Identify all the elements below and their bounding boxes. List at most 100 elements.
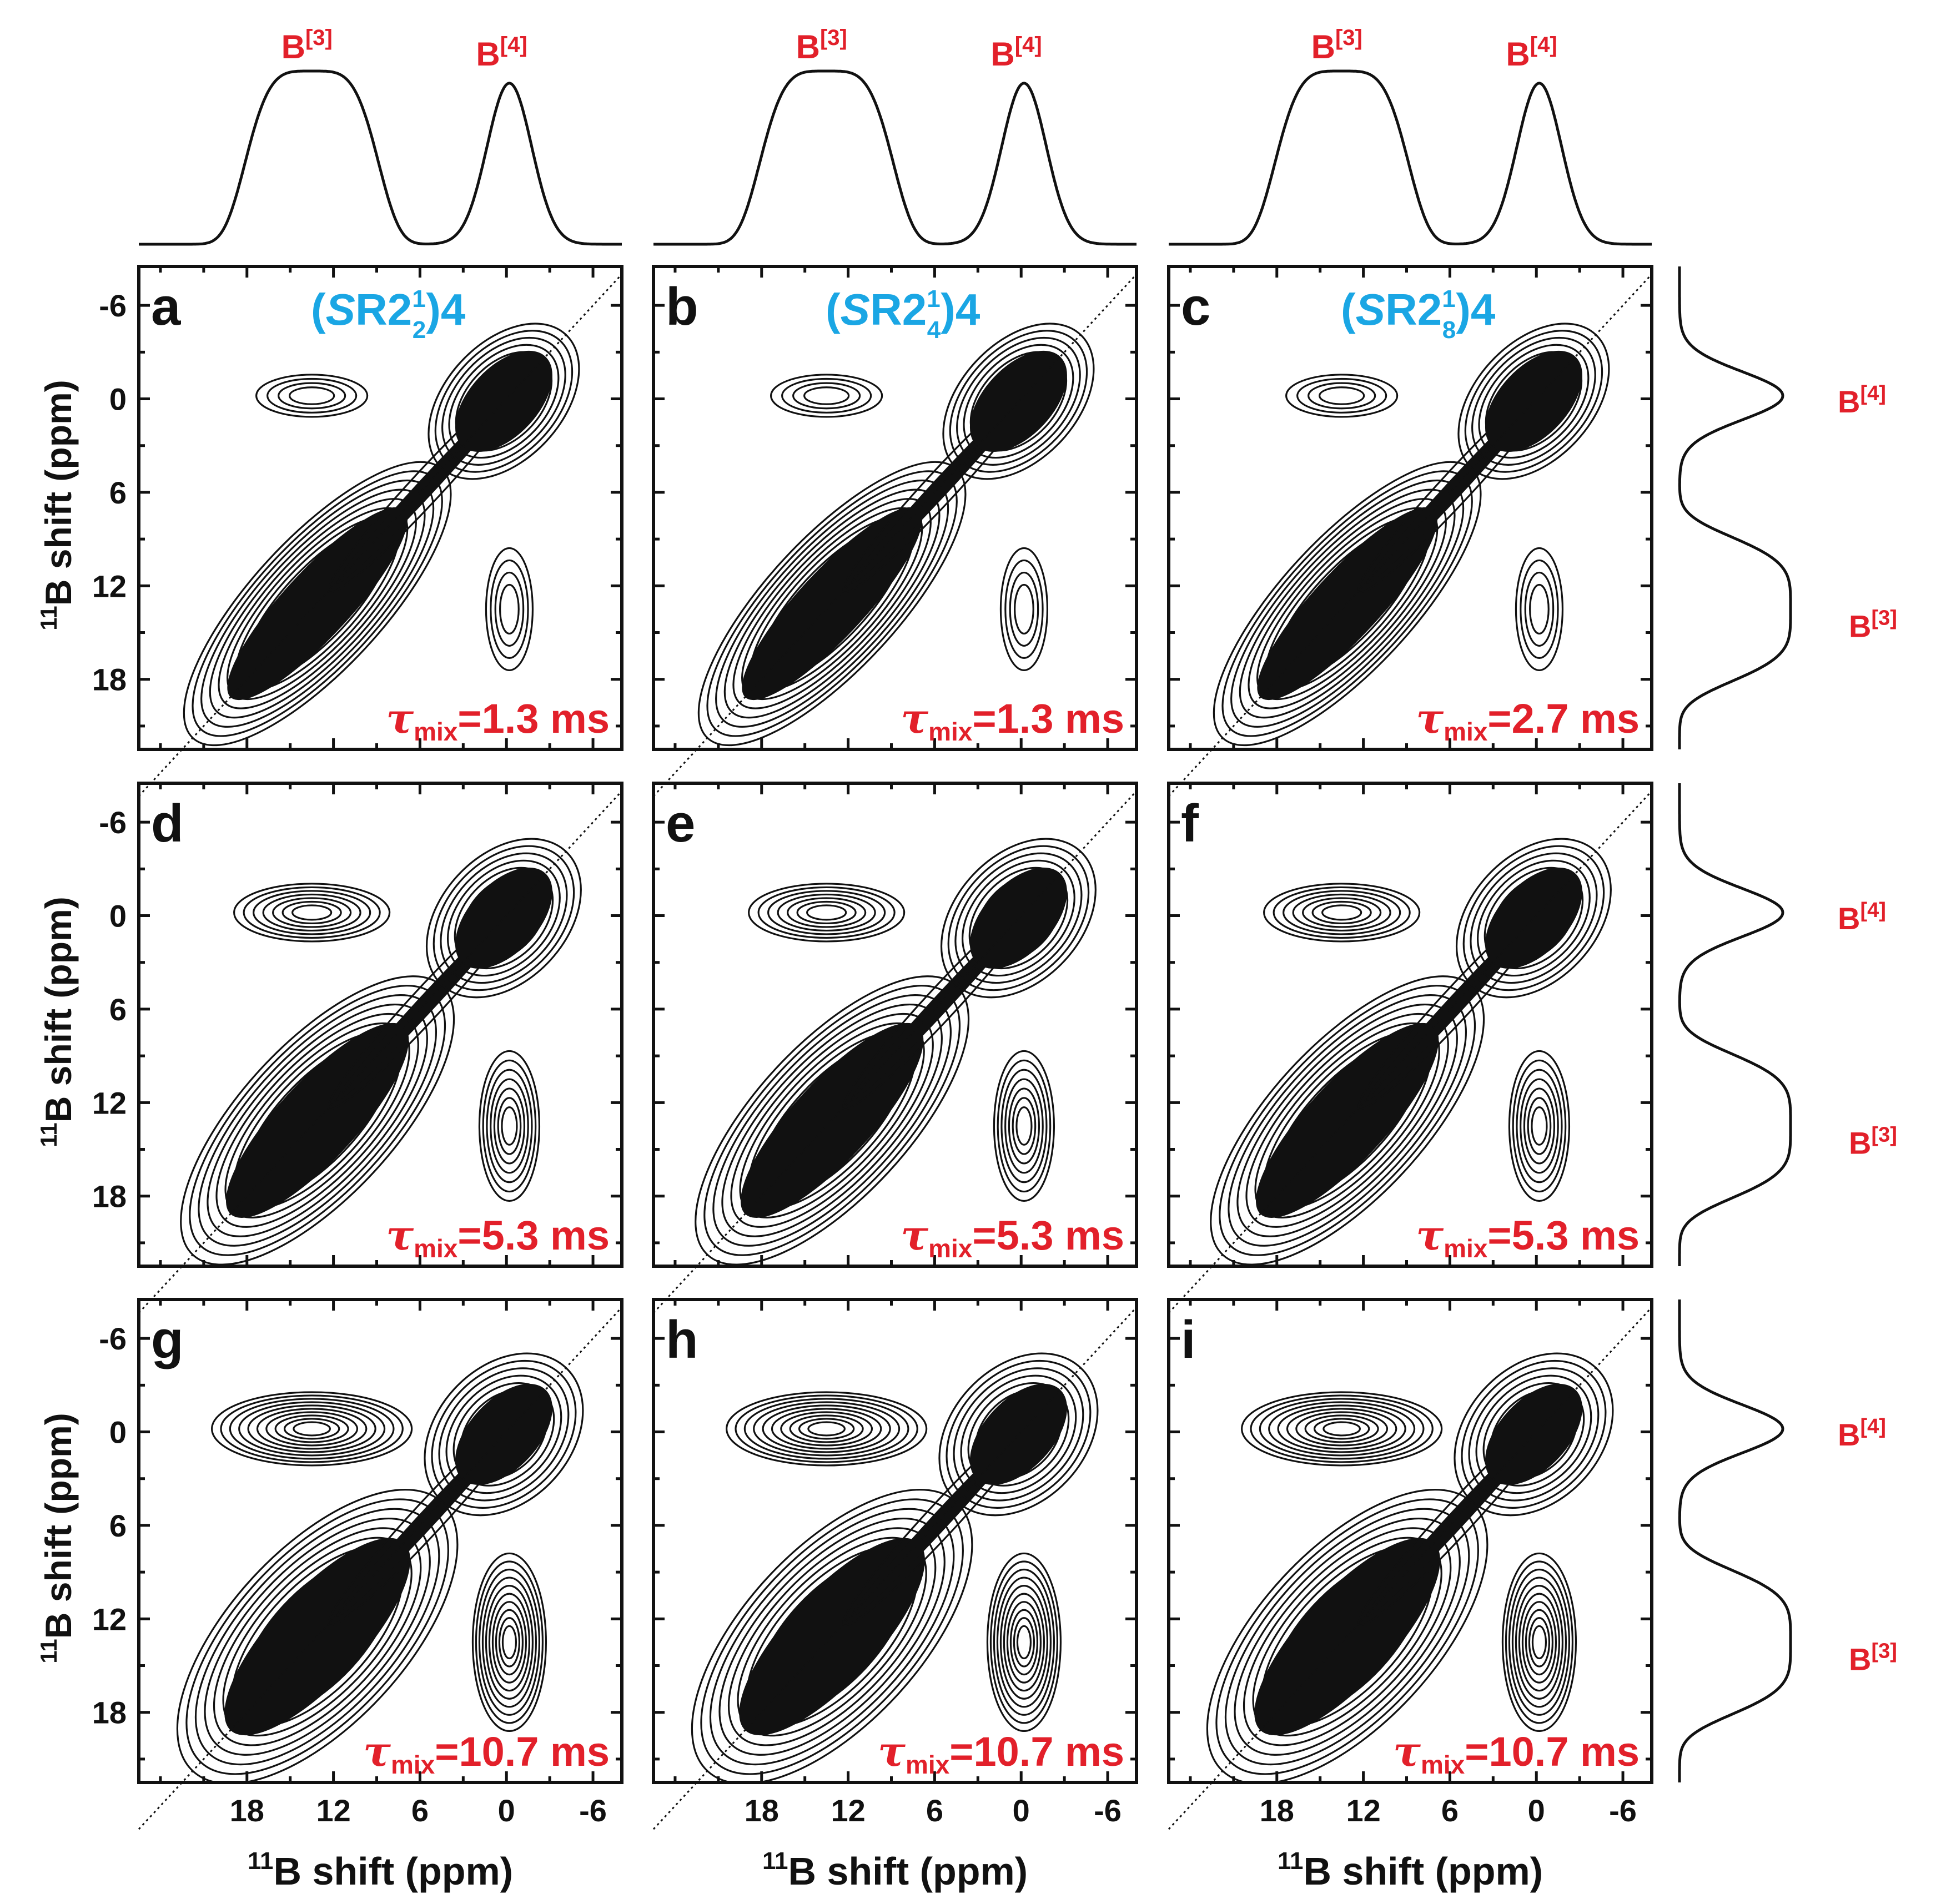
cross-peak-b3-b4-contour <box>289 386 335 405</box>
mixing-time-value: =10.7 ms <box>949 1729 1124 1775</box>
mixing-time-symbol: τ <box>386 695 414 743</box>
cross-peak-b4-b3-contour <box>495 1609 524 1676</box>
y-tick-label: 6 <box>109 475 127 510</box>
cross-peak-b3-b4-contour <box>1286 1408 1397 1450</box>
cross-peak-b4-b3-contour <box>490 1078 529 1174</box>
panel-letter: a <box>151 277 181 336</box>
cross-peak-b4-b3-contour <box>1008 1087 1040 1165</box>
cross-peak-b4-b3-contour <box>1014 583 1034 635</box>
x-axis-title-text: shift (ppm) <box>816 1850 1028 1893</box>
sequence-suffix: )4 <box>1456 285 1496 334</box>
cross-peak-b3-b4-contour <box>798 1418 855 1440</box>
y-tick-label: -6 <box>99 1321 127 1356</box>
diagonal-b4-contour <box>434 330 574 473</box>
y-axis-title: 11B shift (ppm) <box>36 380 79 630</box>
mixing-time: τmix=5.3 ms <box>386 1212 610 1263</box>
diagonal-b4-contour <box>445 1374 562 1494</box>
sequence-sup: 1 <box>1442 285 1455 313</box>
mixing-time-sub: mix <box>1444 717 1488 746</box>
cross-peak-b3-b4-contour <box>1308 382 1376 410</box>
panel-frame <box>1167 265 1653 751</box>
site-label-b3: B[3] <box>1311 26 1362 66</box>
mixing-time-sub: mix <box>1421 1750 1465 1779</box>
cross-peak-b4-b3-contour <box>1531 1106 1548 1146</box>
site-label-b4-sup: [4] <box>1015 33 1042 57</box>
diagonal-guide-line <box>138 274 623 797</box>
sequence-mid: R2 <box>355 285 412 334</box>
cross-peak-b3-b4-contour <box>262 893 361 932</box>
site-label-b4: B[4] <box>1838 1415 1886 1452</box>
mixing-time-value: =5.3 ms <box>1487 1212 1640 1258</box>
site-label-b4-letter: B <box>1838 901 1860 936</box>
y-axis-title-nucleus: B <box>38 1096 79 1123</box>
sequence-suffix: )4 <box>941 285 980 334</box>
cross-peak-b4-b3-contour <box>1003 1593 1045 1692</box>
mixing-time: τmix=10.7 ms <box>878 1728 1124 1779</box>
diagonal-guide-line <box>652 790 1138 1314</box>
y-axis-title-nucleus: B <box>38 580 79 606</box>
cross-peak-b4-b3-contour <box>1016 1625 1032 1660</box>
cross-peak-b4-b3-contour <box>1512 1059 1567 1193</box>
cross-peak-b3-b4-contour <box>253 890 371 935</box>
diagonal-guide-line <box>1168 274 1653 797</box>
cross-peak-b3-b4-contour <box>238 1401 386 1457</box>
x-axis-title: 11B shift (ppm) <box>762 1847 1028 1893</box>
mixing-time: τmix=1.3 ms <box>386 695 610 746</box>
y-axis-title-sup: 11 <box>36 1639 62 1663</box>
panel-frame <box>652 782 1138 1268</box>
y-axis-title-text: shift (ppm) <box>38 380 79 579</box>
cross-peak-b4-b3-contour <box>1520 1078 1559 1174</box>
x-axis-title: 11B shift (ppm) <box>248 1847 513 1893</box>
y-tick-label: 12 <box>92 1601 127 1636</box>
cross-peak-b4-b3-contour <box>1523 1087 1556 1165</box>
y-axis-title: 11B shift (ppm) <box>36 896 79 1147</box>
cross-peak-b3-b4-contour <box>781 377 872 414</box>
sequence-prefix: ( <box>311 285 326 334</box>
cross-peak-b4-b3-contour <box>1527 1097 1552 1155</box>
panel-letter: g <box>151 1310 184 1369</box>
cross-peak-b3-b4-contour <box>281 900 342 925</box>
cross-peak-b4-b3-contour <box>488 1593 531 1692</box>
cross-peak-b3-b4-contour <box>726 1391 928 1467</box>
y-tick-label: 0 <box>109 1415 127 1450</box>
cross-peak-b3-b4-contour <box>1259 1398 1425 1460</box>
mixing-time-symbol: τ <box>901 695 928 743</box>
mixing-time-value: =2.7 ms <box>1487 696 1640 742</box>
x-axis-title: 11B shift (ppm) <box>1278 1847 1543 1893</box>
cross-peak-b4-b3-contour <box>1012 1097 1037 1155</box>
x-axis-title-nucleus: B <box>788 1850 816 1893</box>
cross-peak-b3-b4-contour <box>1241 1391 1443 1467</box>
panel-frame <box>137 265 623 751</box>
cross-peak-b3-b4-contour <box>806 904 847 921</box>
diagonal-b4-contour <box>949 330 1088 473</box>
site-label-b3-sup: [3] <box>1871 1639 1897 1663</box>
y-tick-label: 0 <box>109 899 127 934</box>
cross-peak-b3-b4-contour <box>796 900 857 925</box>
sequence-mid: R2 <box>870 285 927 334</box>
cross-peak-b4-b3-contour <box>493 1087 526 1165</box>
cross-peak-b4-b3-contour <box>494 571 525 647</box>
site-label-b4: B[4] <box>1506 33 1557 73</box>
cross-peak-b4-b3-contour <box>986 1552 1062 1732</box>
cross-peak-b4-b3-contour <box>993 1568 1055 1716</box>
site-label-b4-letter: B <box>476 36 500 73</box>
mixing-time-symbol: τ <box>1393 1728 1421 1776</box>
sequence-suffix: )4 <box>426 285 466 334</box>
site-label-b3: B[3] <box>1849 606 1897 643</box>
right-projection-trace <box>1678 266 1792 749</box>
panel-letter: i <box>1181 1310 1196 1369</box>
mixing-time-value: =5.3 ms <box>457 1212 610 1258</box>
cross-peak-b4-b3-contour <box>999 547 1049 672</box>
panel-frame <box>137 1298 623 1784</box>
cross-peak-b4-b3-contour <box>1528 1617 1551 1668</box>
cross-peak-b4-b3-contour <box>471 1552 547 1732</box>
panel-letter: f <box>1181 794 1199 853</box>
cross-peak-b3-b4-contour <box>1283 890 1401 935</box>
cross-peak-b3-b4-contour <box>1302 897 1382 928</box>
mixing-time: τmix=10.7 ms <box>363 1728 610 1779</box>
cross-peak-b4-b3-contour <box>1524 571 1555 647</box>
diagonal-b4-contour <box>1478 344 1590 459</box>
x-tick-label: 6 <box>411 1793 429 1828</box>
